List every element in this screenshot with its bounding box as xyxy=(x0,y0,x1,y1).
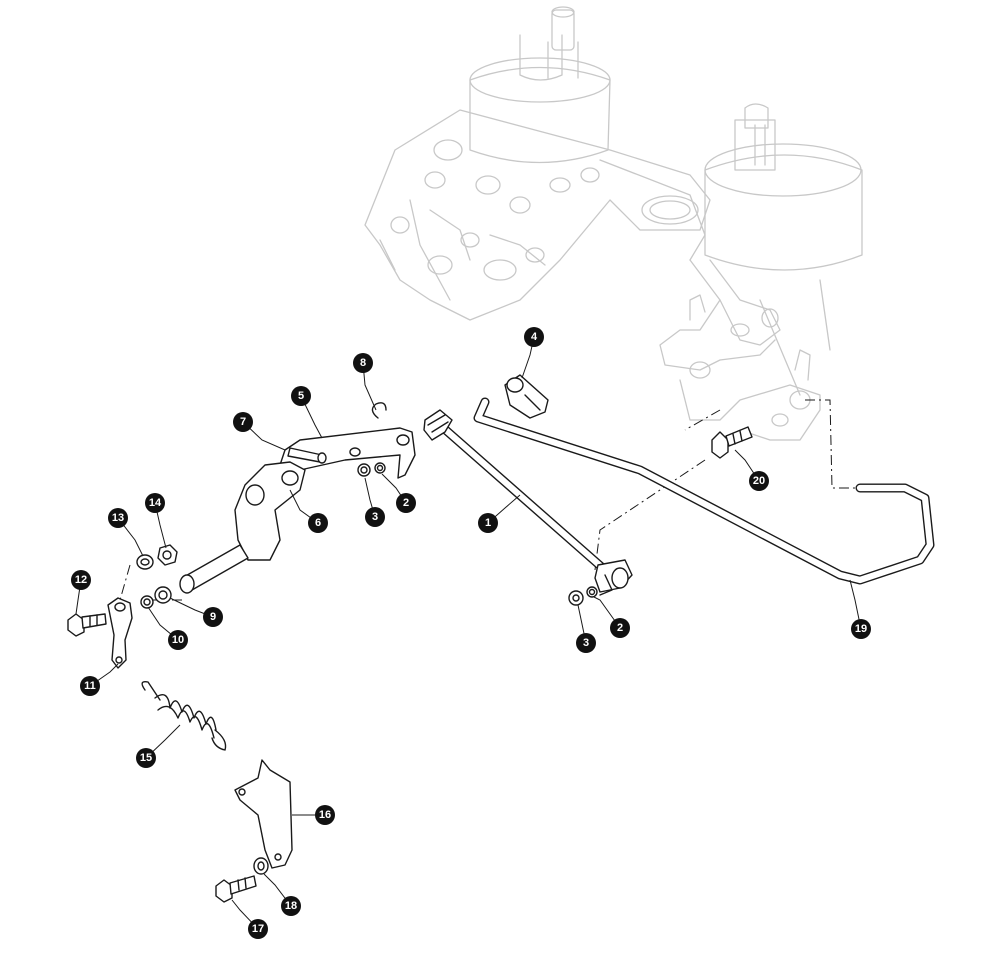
callout-5: 5 xyxy=(291,386,311,406)
svg-text:13: 13 xyxy=(112,512,124,524)
part-18-washer xyxy=(253,857,269,875)
part-16-bracket xyxy=(234,759,293,869)
svg-text:8: 8 xyxy=(360,357,366,369)
callout-2-upper: 2 xyxy=(396,493,416,513)
callout-15: 15 xyxy=(136,748,156,768)
callout-1: 1 xyxy=(478,513,498,533)
part-6-bellcrank xyxy=(179,461,306,594)
parts-9-10 xyxy=(140,586,172,609)
parts-2-3-upper xyxy=(357,462,386,477)
svg-text:2: 2 xyxy=(617,622,623,634)
svg-text:4: 4 xyxy=(531,331,538,343)
part-1-link-rod xyxy=(423,409,633,596)
callout-6: 6 xyxy=(308,513,328,533)
callout-20: 20 xyxy=(749,471,769,491)
svg-text:12: 12 xyxy=(75,574,87,586)
svg-text:16: 16 xyxy=(319,809,331,821)
callout-14: 14 xyxy=(145,493,165,513)
svg-text:19: 19 xyxy=(855,623,867,635)
callout-13: 13 xyxy=(108,508,128,528)
background-assembly xyxy=(364,6,863,441)
part-20-bolt xyxy=(711,426,753,459)
callouts: 1 2 2 3 3 4 5 6 7 8 9 10 11 12 13 14 15 … xyxy=(71,327,871,939)
parts-13-14 xyxy=(136,544,178,570)
svg-text:9: 9 xyxy=(210,611,216,623)
callout-4: 4 xyxy=(524,327,544,347)
part-11-lever xyxy=(107,597,133,669)
part-19-rod xyxy=(473,397,935,585)
part-7-pin xyxy=(287,447,327,464)
callout-16: 16 xyxy=(315,805,335,825)
callout-17: 17 xyxy=(248,919,268,939)
callout-7: 7 xyxy=(233,412,253,432)
svg-text:11: 11 xyxy=(84,680,96,692)
part-17-bolt xyxy=(215,875,257,903)
svg-text:3: 3 xyxy=(583,637,589,649)
callout-18: 18 xyxy=(281,896,301,916)
svg-text:6: 6 xyxy=(315,517,321,529)
svg-text:10: 10 xyxy=(172,634,184,646)
callout-9: 9 xyxy=(203,607,223,627)
callout-3-lower: 3 xyxy=(576,633,596,653)
part-4-clevis xyxy=(504,374,549,419)
callout-11: 11 xyxy=(80,676,100,696)
svg-text:20: 20 xyxy=(753,475,765,487)
callout-2-lower: 2 xyxy=(610,618,630,638)
callout-19: 19 xyxy=(851,619,871,639)
parts-2-3-lower xyxy=(568,586,598,606)
svg-text:3: 3 xyxy=(372,511,378,523)
leader-lines xyxy=(75,336,862,930)
svg-text:7: 7 xyxy=(240,416,246,428)
svg-text:17: 17 xyxy=(252,923,264,935)
callout-8: 8 xyxy=(353,353,373,373)
svg-text:1: 1 xyxy=(485,517,491,529)
callout-12: 12 xyxy=(71,570,91,590)
svg-text:15: 15 xyxy=(140,752,152,764)
callout-3-upper: 3 xyxy=(365,507,385,527)
callout-10: 10 xyxy=(168,630,188,650)
part-15-spring xyxy=(141,680,227,751)
svg-text:2: 2 xyxy=(403,497,409,509)
part-12-bolt xyxy=(67,613,107,637)
svg-text:14: 14 xyxy=(149,497,162,509)
part-8-clip xyxy=(371,402,387,419)
svg-text:18: 18 xyxy=(285,900,297,912)
svg-text:5: 5 xyxy=(298,390,304,402)
